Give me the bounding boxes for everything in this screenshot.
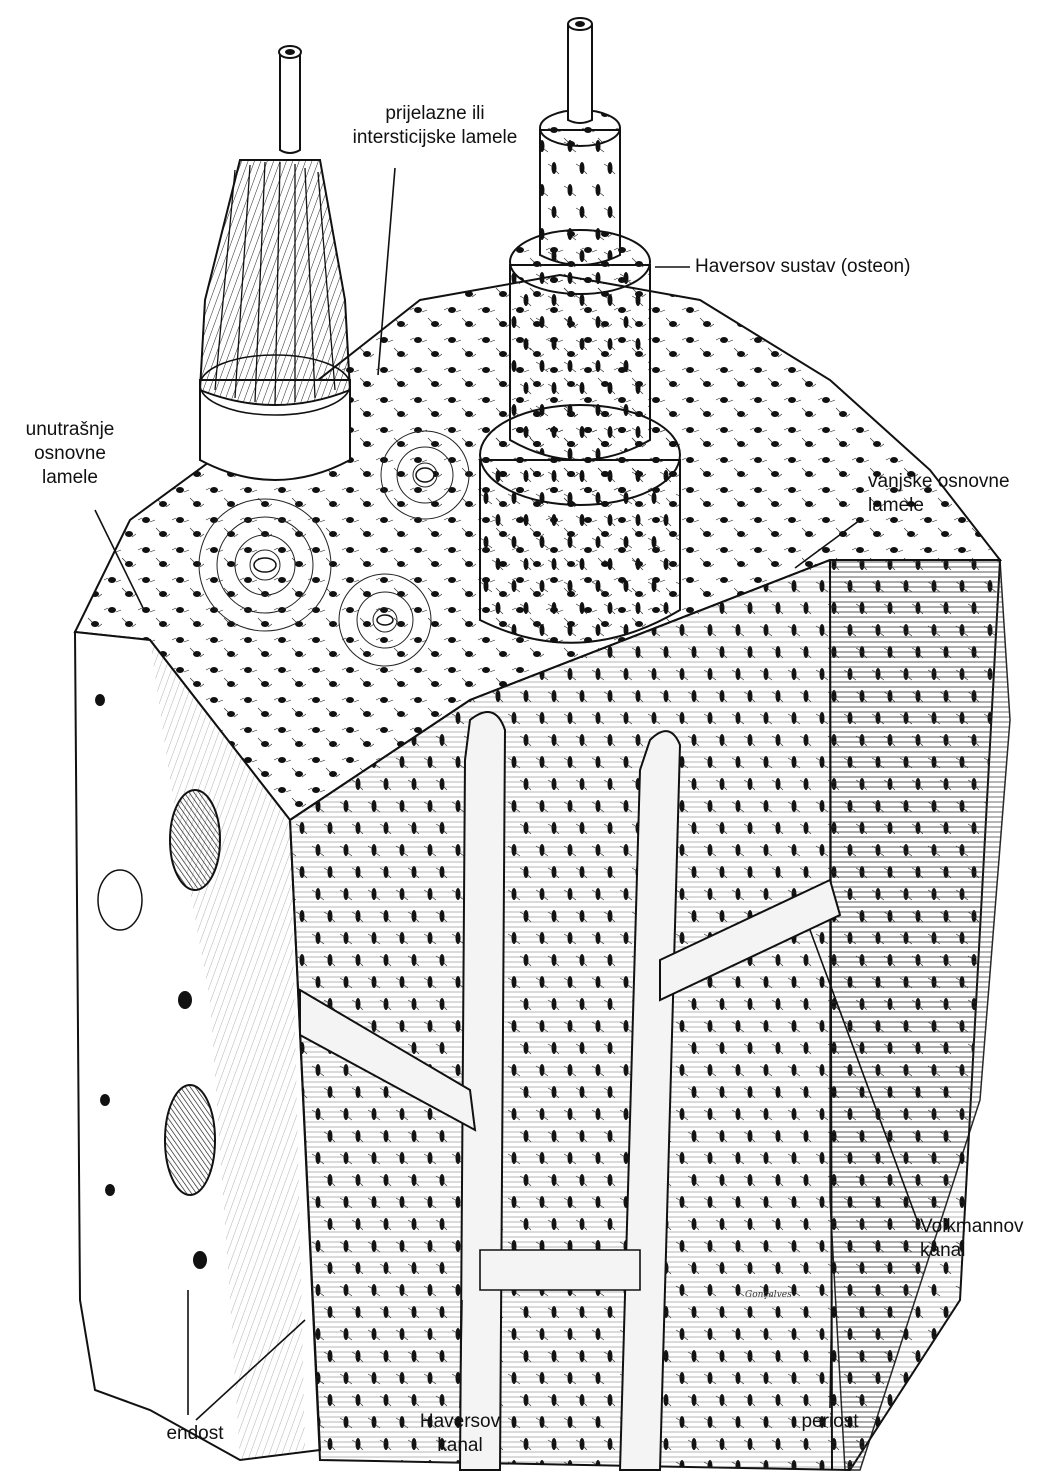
volkmann-opening-upper xyxy=(170,790,220,890)
label-inner-circumferential-lamellae: unutrašnje osnovne lamele xyxy=(5,418,135,490)
label-haversov-kanal-line-1: Haversov xyxy=(395,1410,525,1434)
osteon-lamellar-cylinder xyxy=(200,46,350,480)
label-endosteum: endost xyxy=(140,1422,250,1446)
artist-signature: Gonçalves xyxy=(745,1290,792,1300)
volkmann-opening-lower xyxy=(165,1085,215,1195)
label-haversov-kanal-line-2: kanal xyxy=(395,1434,525,1458)
label-outer-circumferential-lamellae: vanjske osnovne lamele xyxy=(868,470,1010,518)
label-periosteum: periost xyxy=(780,1410,880,1434)
label-inner-line-1: unutrašnje xyxy=(5,418,135,442)
label-volkmann-line-1: Volkmannov xyxy=(920,1215,1024,1239)
label-haversian-system: Haversov sustav (osteon) xyxy=(695,255,910,279)
label-periost-line-1: periost xyxy=(780,1410,880,1434)
label-outer-line-2: lamele xyxy=(868,494,1010,518)
label-osteon-line-1: Haversov sustav (osteon) xyxy=(695,255,910,279)
label-outer-line-1: vanjske osnovne xyxy=(868,470,1010,494)
label-inner-line-2: osnovne xyxy=(5,442,135,466)
label-endost-line-1: endost xyxy=(140,1422,250,1446)
label-interstitial-lamellae: prijelazne ili intersticijske lamele xyxy=(330,102,540,150)
label-interstitial-line-2: intersticijske lamele xyxy=(330,126,540,150)
label-inner-line-3: lamele xyxy=(5,466,135,490)
label-haversian-canal: Haversov kanal xyxy=(395,1410,525,1458)
label-volkmann-line-2: kanal xyxy=(920,1239,1024,1263)
label-volkmann-canal: Volkmannov kanal xyxy=(920,1215,1024,1263)
label-interstitial-line-1: prijelazne ili xyxy=(330,102,540,126)
